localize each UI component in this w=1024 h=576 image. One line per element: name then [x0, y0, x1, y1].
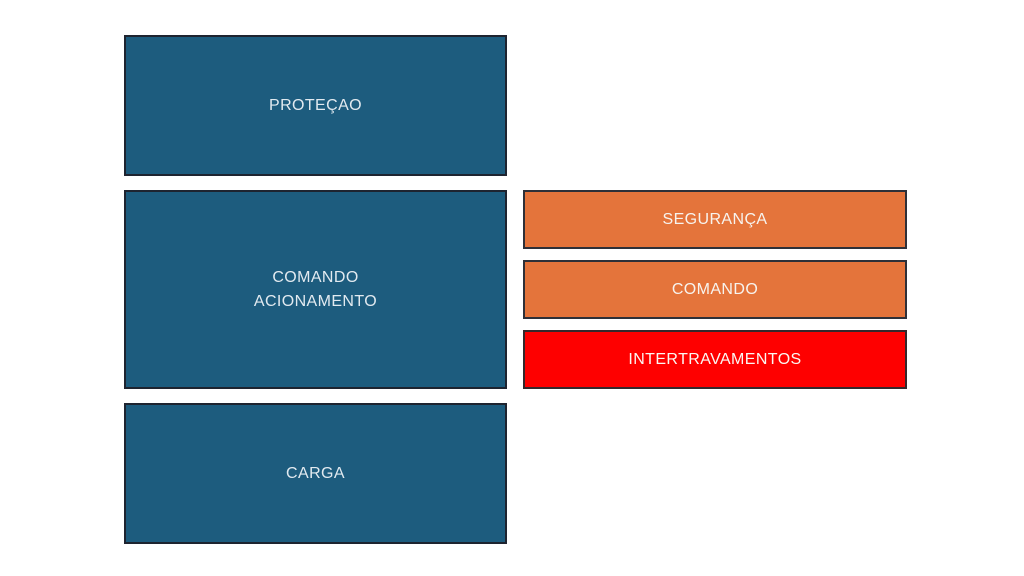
block-comando-acionamento: COMANDO ACIONAMENTO — [124, 190, 507, 389]
block-seguranca-label: SEGURANÇA — [662, 210, 768, 228]
block-protecao-label: PROTEÇAO — [269, 96, 362, 114]
block-carga: CARGA — [124, 403, 507, 544]
block-seguranca: SEGURANÇA — [523, 190, 907, 249]
block-comando: COMANDO — [523, 260, 907, 319]
block-carga-label: CARGA — [286, 464, 345, 482]
block-comando-label: COMANDO — [671, 280, 759, 298]
block-protecao: PROTEÇAO — [124, 35, 507, 176]
block-intertravamentos-label: INTERTRAVAMENTOS — [628, 350, 802, 368]
block-comando-acionamento-label: COMANDO ACIONAMENTO — [253, 269, 378, 310]
block-intertravamentos: INTERTRAVAMENTOS — [523, 330, 907, 389]
